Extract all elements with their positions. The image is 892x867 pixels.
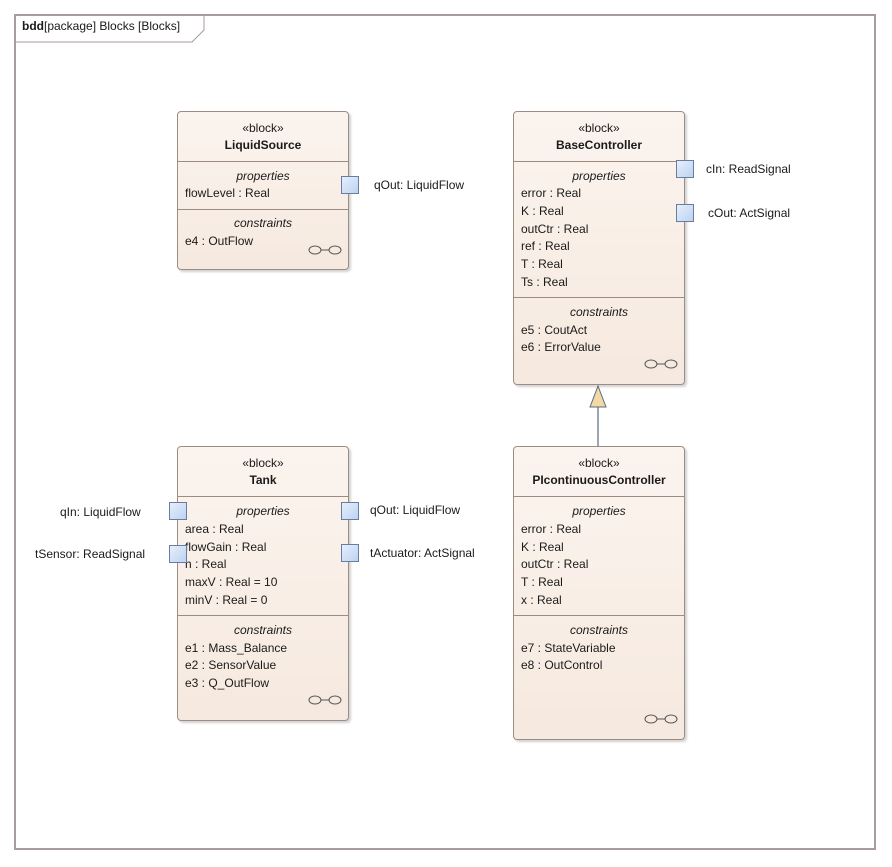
port-label: qOut: LiquidFlow [370,503,461,517]
diagram-frame [14,14,876,850]
properties-compartment-title: properties [572,504,626,518]
port-tactuator[interactable] [341,544,359,562]
properties-compartment-title: properties [236,504,290,518]
constraint-glasses-icon [308,695,342,705]
property-row: Ts : Real [521,275,568,289]
constraint-row: e7 : StateVariable [521,641,616,655]
constraint-glasses-icon [644,714,678,724]
constraint-row: e1 : Mass_Balance [185,641,288,655]
block-liquid-source[interactable]: «block» LiquidSource properties flowLeve… [177,111,349,270]
property-row: x : Real [521,593,562,607]
block-stereotype: «block» [242,121,284,135]
generalization-arrowhead [589,384,607,408]
constraint-glasses-icon [308,245,342,255]
port-label: cIn: ReadSignal [706,162,791,176]
constraints-compartment-title: constraints [233,216,293,230]
block-base-controller[interactable]: «block» BaseController properties error … [513,111,685,385]
frame-label: [package] Blocks [Blocks] [44,19,181,33]
frame-tab [14,14,205,43]
compartment-divider [178,209,348,210]
property-row: error : Real [521,522,582,536]
frame-kind: bdd [22,19,44,33]
compartment-divider [514,496,684,497]
port-tsensor[interactable] [169,545,187,563]
port-label: cOut: ActSignal [708,206,791,220]
constraint-row: e6 : ErrorValue [521,340,601,354]
port-cout[interactable] [676,204,694,222]
constraint-row: e8 : OutControl [521,658,603,672]
constraint-row: e5 : CoutAct [521,323,588,337]
property-row: flowGain : Real [185,540,267,554]
port-qin[interactable] [169,502,187,520]
constraints-compartment-title: constraints [569,305,629,319]
constraint-row: e4 : OutFlow [185,234,254,248]
frame-title: bdd[package] Blocks [Blocks] [22,19,180,33]
property-row: outCtr : Real [521,222,589,236]
compartment-divider [514,297,684,298]
compartment-divider [178,615,348,616]
port-cin[interactable] [676,160,694,178]
port-label: qOut: LiquidFlow [374,178,465,192]
block-name: LiquidSource [224,138,302,152]
property-row: maxV : Real = 10 [185,575,278,589]
property-row: ref : Real [521,239,570,253]
property-row: K : Real [521,540,564,554]
properties-compartment-title: properties [572,169,626,183]
property-row: T : Real [521,257,563,271]
compartment-divider [178,496,348,497]
block-name: PIcontinuousController [532,473,666,487]
port-label: tSensor: ReadSignal [35,547,146,561]
constraint-glasses-icon [644,359,678,369]
compartment-divider [178,161,348,162]
constraint-row: e2 : SensorValue [185,658,277,672]
block-name: BaseController [555,138,643,152]
compartment-divider [514,161,684,162]
compartment-divider [514,615,684,616]
block-stereotype: «block» [578,456,620,470]
block-name: Tank [249,473,277,487]
property-row: outCtr : Real [521,557,589,571]
block-tank[interactable]: «block» Tank properties area : Real flow… [177,446,349,721]
constraints-compartment-title: constraints [569,623,629,637]
block-stereotype: «block» [242,456,284,470]
property-row: flowLevel : Real [185,186,270,200]
property-row: T : Real [521,575,563,589]
block-stereotype: «block» [578,121,620,135]
port-qout[interactable] [341,502,359,520]
port-qout[interactable] [341,176,359,194]
constraints-compartment-title: constraints [233,623,293,637]
property-row: area : Real [185,522,244,536]
port-label: tActuator: ActSignal [370,546,475,560]
property-row: minV : Real = 0 [185,593,268,607]
block-picontinuous-controller[interactable]: «block» PIcontinuousController propertie… [513,446,685,740]
property-row: error : Real [521,186,582,200]
constraint-row: e3 : Q_OutFlow [185,676,270,690]
property-row: K : Real [521,204,564,218]
properties-compartment-title: properties [236,169,290,183]
port-label: qIn: LiquidFlow [60,505,141,519]
property-row: h : Real [185,557,227,571]
